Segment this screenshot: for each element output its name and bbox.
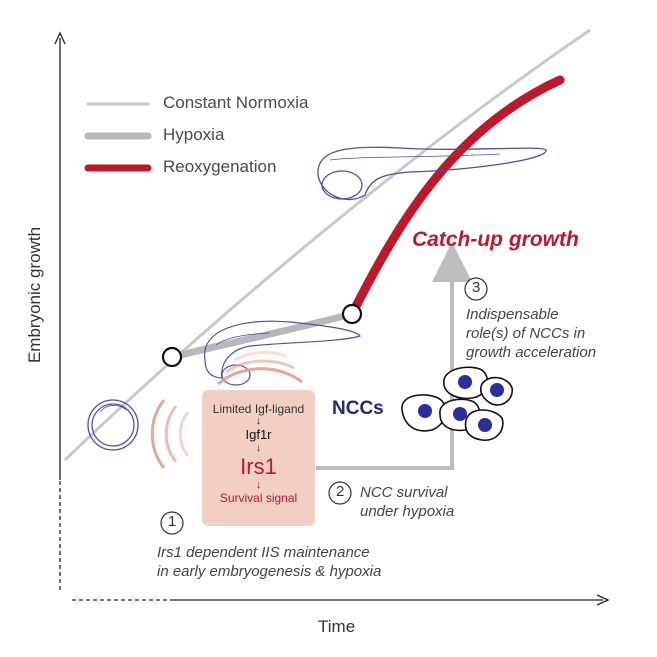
- step-2-line-2: under hypoxia: [360, 503, 455, 520]
- legend-label-hypoxia: Hypoxia: [163, 125, 225, 144]
- step-3-number: 3: [472, 279, 481, 296]
- flow-arrow: [316, 242, 472, 470]
- pathway-arrow-1: ↓: [255, 415, 262, 427]
- reoxygenation-start-point: [341, 303, 363, 325]
- pathway-receptor: Igf1r: [245, 427, 272, 442]
- reoxygenation-curve: [347, 75, 565, 319]
- ncc-cluster-icon: [401, 366, 514, 441]
- hypoxia-start-point: [161, 346, 183, 368]
- y-axis-label: Embryonic growth: [25, 226, 44, 364]
- pathway-ligand: Limited Igf-ligand: [212, 402, 305, 416]
- step-2-circle: [328, 481, 352, 505]
- legend-label-normoxia: Constant Normoxia: [163, 93, 309, 112]
- normoxia-curve: [63, 28, 591, 462]
- step-3-line-1: Indispensable: [466, 306, 559, 323]
- step-1-line-2: in early embryogenesis & hypoxia: [157, 563, 382, 580]
- x-axis: [72, 594, 610, 606]
- step-2-text: NCC survival under hypoxia: [360, 483, 520, 521]
- step-2-number: 2: [336, 483, 345, 500]
- step-3-text: Indispensable role(s) of NCCs in growth …: [466, 305, 646, 362]
- pathway-box-text: Limited Igf-ligand ↓ Igf1r ↓ Irs1 ↓ Surv…: [202, 402, 315, 505]
- signal-rings-left: [150, 399, 190, 469]
- step-1-number: 1: [168, 513, 177, 530]
- step-3-line-3: growth acceleration: [466, 344, 597, 361]
- pathway-box: [202, 390, 315, 526]
- step-3-circle: [464, 277, 488, 301]
- pathway-output: Survival signal: [219, 491, 298, 505]
- pathway-arrow-2: ↓: [255, 442, 262, 454]
- ncc-label: NCCs: [332, 398, 384, 419]
- step-3-line-2: role(s) of NCCs in: [466, 325, 586, 342]
- hypoxia-segment: [171, 310, 353, 361]
- pathway-adaptor: Irs1: [240, 454, 277, 479]
- step-1-circle: [160, 511, 184, 535]
- embryo-larva-icon: [317, 146, 547, 201]
- step-1-line-1: Irs1 dependent IIS maintenance: [157, 544, 370, 561]
- step-1-text: Irs1 dependent IIS maintenance in early …: [157, 543, 477, 581]
- x-axis-label: Time: [318, 617, 356, 636]
- legend-label-reoxygenation: Reoxygenation: [163, 157, 277, 176]
- signal-rings-top: [217, 350, 303, 386]
- pathway-arrow-3: ↓: [255, 479, 262, 491]
- step-2-line-1: NCC survival: [360, 484, 448, 501]
- catch-up-growth-label: Catch-up growth: [412, 228, 579, 251]
- y-axis: [54, 31, 66, 590]
- embryo-egg-icon: [87, 399, 139, 451]
